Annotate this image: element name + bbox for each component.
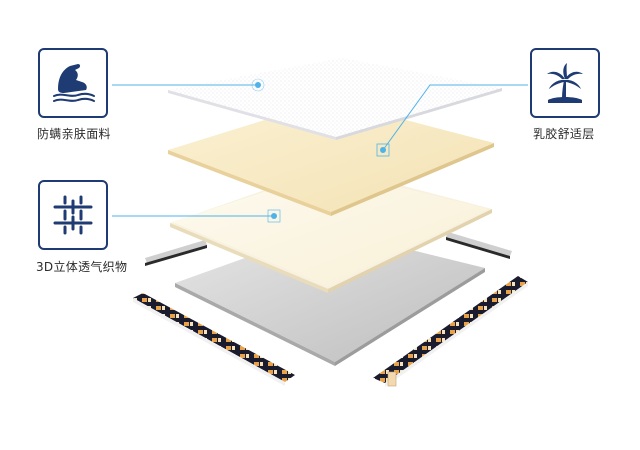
weave-mesh-icon — [53, 195, 93, 235]
right-rail — [446, 232, 512, 259]
feature-box-latex — [530, 48, 600, 118]
feature-box-3d-fabric — [38, 180, 108, 250]
callout-latex — [382, 84, 528, 151]
callout-dot-3d — [271, 213, 277, 219]
feature-label-latex: 乳胶舒适层 — [533, 127, 595, 141]
latex-comfort-layer — [168, 100, 494, 216]
arm-skin-icon — [53, 64, 95, 102]
callout-dot-latex — [380, 147, 386, 153]
left-rail — [145, 240, 207, 266]
spring-strip-right — [373, 276, 528, 387]
palm-tree-icon — [547, 63, 583, 103]
top-fabric-layer — [168, 58, 502, 140]
feature-box-top-fabric — [38, 48, 108, 118]
feature-label-top-fabric: 防螨亲肤面料 — [37, 127, 111, 141]
breathable-fabric-layer — [170, 167, 492, 293]
base-board-layer — [175, 229, 485, 366]
feature-label-3d-fabric: 3D立体透气织物 — [36, 260, 128, 274]
spring-strip-left — [133, 293, 295, 386]
callout-dot-top — [255, 82, 261, 88]
